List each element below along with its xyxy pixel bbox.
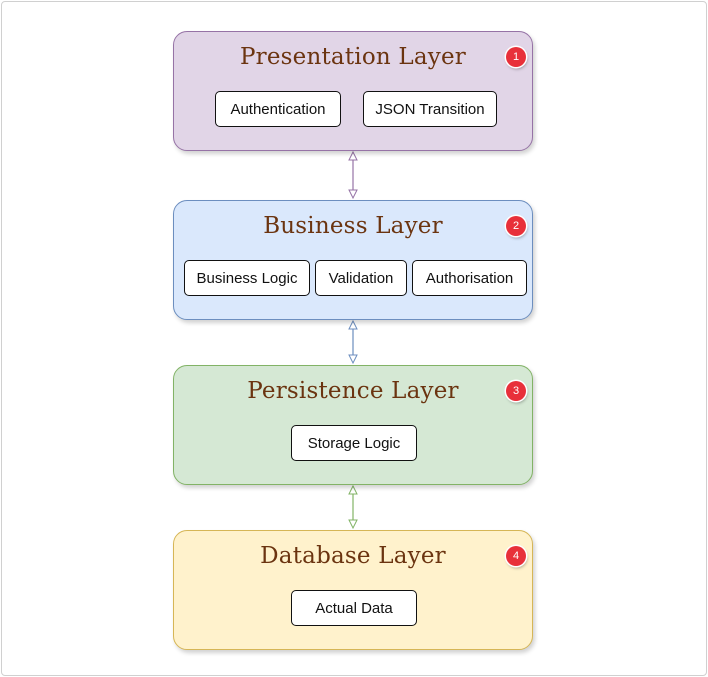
layer-title: Business Layer <box>263 213 443 239</box>
presentation-layer: Presentation Layer 1 Authentication JSON… <box>173 31 533 151</box>
validation-box: Validation <box>315 260 407 296</box>
persistence-layer: Persistence Layer 3 Storage Logic <box>173 365 533 485</box>
business-layer: Business Layer 2 Business Logic Validati… <box>173 200 533 320</box>
layer-title: Presentation Layer <box>239 44 467 70</box>
actual-data-box: Actual Data <box>291 590 417 626</box>
authorisation-box: Authorisation <box>412 260 527 296</box>
step-badge: 1 <box>506 47 526 67</box>
database-layer: Database Layer 4 Actual Data <box>173 530 533 650</box>
layer-title: Persistence Layer <box>247 378 459 404</box>
step-badge: 2 <box>506 216 526 236</box>
json-transition-box: JSON Transition <box>363 91 497 127</box>
authentication-box: Authentication <box>215 91 341 127</box>
storage-logic-box: Storage Logic <box>291 425 417 461</box>
layer-title: Database Layer <box>260 543 446 569</box>
business-logic-box: Business Logic <box>184 260 310 296</box>
step-badge: 3 <box>506 381 526 401</box>
step-badge: 4 <box>506 546 526 566</box>
